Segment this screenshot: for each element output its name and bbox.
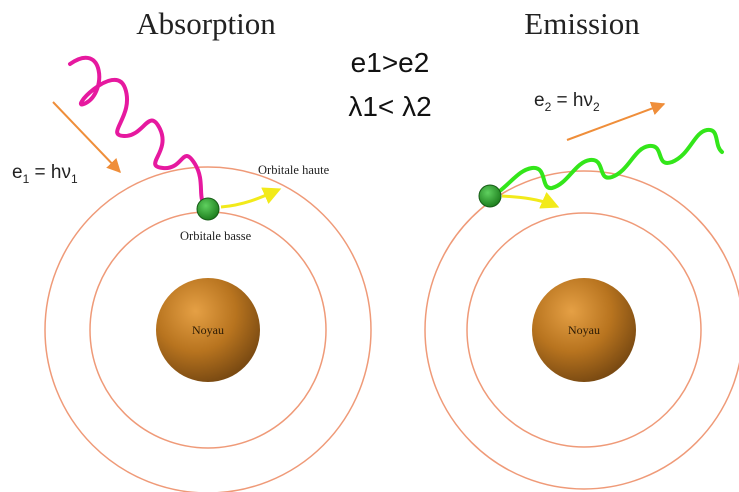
emission-electron — [478, 184, 502, 208]
absorption-electron — [196, 197, 220, 221]
emission-photon-direction-arrow — [566, 101, 666, 141]
emission-energy-label: e2 = hν2 — [534, 90, 600, 114]
emission-nucleus-label: Noyau — [568, 323, 600, 337]
absorption-photon-direction-arrow — [52, 101, 121, 174]
energy-relation: e1>e2 — [351, 47, 430, 78]
absorption-transition-arrow — [220, 187, 282, 209]
emission-photon-wave — [494, 127, 724, 196]
relations: e1>e2 λ1< λ2 — [348, 47, 431, 122]
absorption-energy-label: e1 = hν1 — [12, 162, 78, 186]
lower-orbital-label: Orbitale basse — [180, 229, 252, 243]
absorption-nucleus — [156, 278, 260, 382]
absorption-nucleus-label: Noyau — [192, 323, 224, 337]
absorption-panel: Absorption Noyau e1 = hν1 Orbitale haute… — [12, 6, 372, 492]
emission-title: Emission — [524, 6, 640, 41]
upper-orbital-label: Orbitale haute — [258, 163, 330, 177]
absorption-outer-orbit — [44, 166, 372, 492]
absorption-title: Absorption — [136, 6, 276, 41]
emission-inner-orbit — [466, 212, 702, 448]
emission-nucleus — [532, 278, 636, 382]
emission-panel: Emission Noyau e2 = hν2 — [424, 6, 739, 490]
absorption-photon-wave — [68, 55, 209, 209]
emission-transition-arrow — [501, 191, 560, 209]
emission-outer-orbit — [424, 170, 739, 490]
wavelength-relation: λ1< λ2 — [348, 91, 431, 122]
